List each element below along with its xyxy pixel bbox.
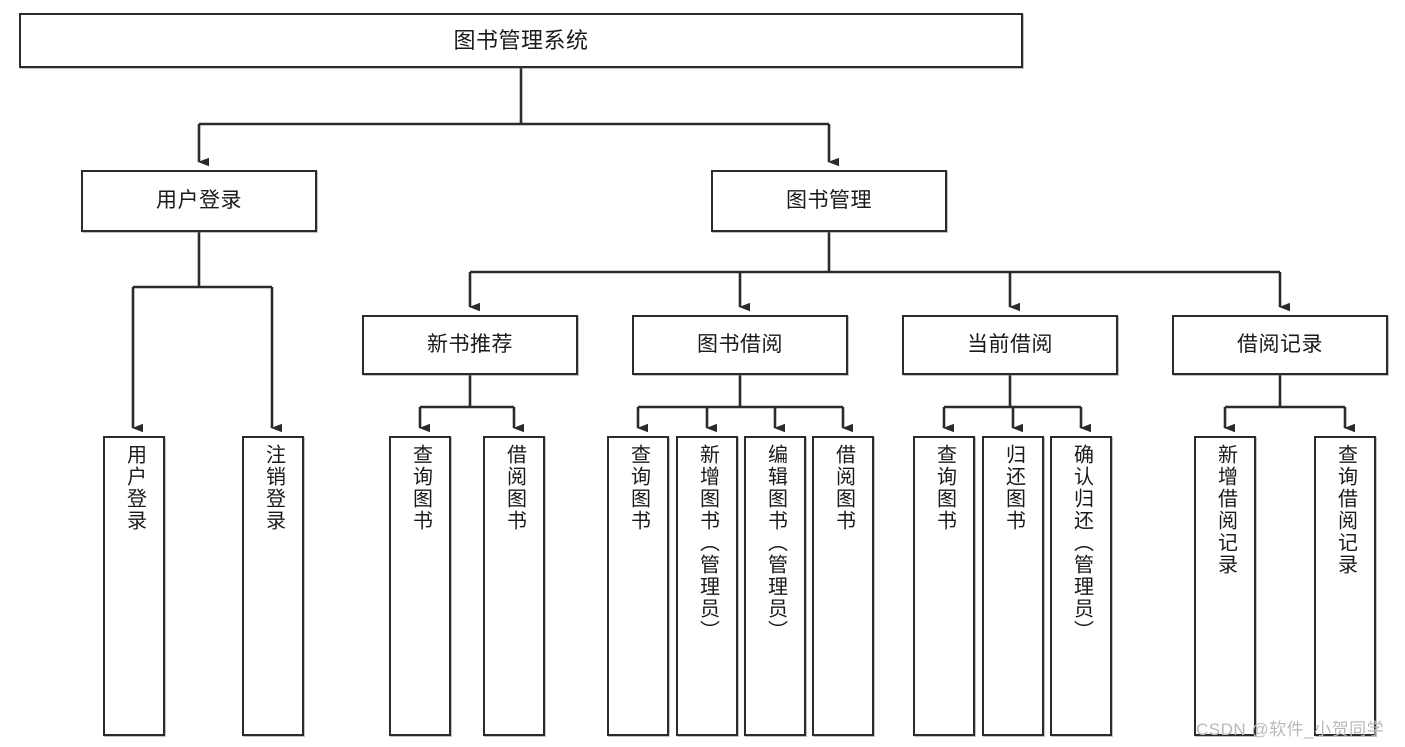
node-label: 用户登录	[156, 188, 242, 212]
node-leaf-user-logout[interactable]: 注销登录	[242, 436, 304, 736]
node-label: 查询图书	[409, 444, 432, 532]
node-label: 用户登录	[123, 444, 146, 532]
node-label: 查询借阅记录	[1334, 444, 1357, 576]
node-label: 图书管理	[786, 188, 872, 212]
node-leaf-rec-query-book[interactable]: 查询图书	[389, 436, 451, 736]
node-label: 图书管理系统	[453, 27, 589, 53]
node-leaf-user-login[interactable]: 用户登录	[103, 436, 165, 736]
node-leaf-current-return-book[interactable]: 归还图书	[982, 436, 1044, 736]
node-borrow-record[interactable]: 借阅记录	[1172, 315, 1388, 375]
node-leaf-borrow-query-book[interactable]: 查询图书	[607, 436, 669, 736]
node-new-book-recommendation[interactable]: 新书推荐	[362, 315, 578, 375]
node-label: 当前借阅	[967, 332, 1053, 356]
node-root-system[interactable]: 图书管理系统	[19, 13, 1023, 68]
node-label: 借阅记录	[1237, 332, 1323, 356]
node-leaf-record-search[interactable]: 查询借阅记录	[1314, 436, 1376, 736]
node-leaf-borrow-edit-book[interactable]: 编辑图书（管理员）	[744, 436, 806, 736]
node-leaf-borrow-lend-book[interactable]: 借阅图书	[812, 436, 874, 736]
node-leaf-borrow-add-book[interactable]: 新增图书（管理员）	[676, 436, 738, 736]
node-book-borrow[interactable]: 图书借阅	[632, 315, 848, 375]
node-label: 新书推荐	[427, 332, 513, 356]
node-leaf-record-add[interactable]: 新增借阅记录	[1194, 436, 1256, 736]
node-label: 图书借阅	[697, 332, 783, 356]
node-leaf-current-confirm-return[interactable]: 确认归还（管理员）	[1050, 436, 1112, 736]
node-user-login[interactable]: 用户登录	[81, 170, 317, 232]
node-label: 借阅图书	[832, 444, 855, 532]
node-label: 新增借阅记录	[1214, 444, 1237, 576]
node-book-management[interactable]: 图书管理	[711, 170, 947, 232]
node-leaf-current-query-book[interactable]: 查询图书	[913, 436, 975, 736]
node-current-borrow[interactable]: 当前借阅	[902, 315, 1118, 375]
node-label: 确认归还（管理员）	[1070, 444, 1093, 642]
node-label: 借阅图书	[503, 444, 526, 532]
node-label: 注销登录	[262, 444, 285, 532]
node-leaf-rec-borrow-book[interactable]: 借阅图书	[483, 436, 545, 736]
node-label: 查询图书	[627, 444, 650, 532]
node-label: 归还图书	[1002, 444, 1025, 532]
node-label: 查询图书	[933, 444, 956, 532]
node-label: 编辑图书（管理员）	[764, 444, 787, 642]
watermark-text: CSDN @软件_小贺同学	[1196, 720, 1385, 739]
node-label: 新增图书（管理员）	[696, 444, 719, 642]
